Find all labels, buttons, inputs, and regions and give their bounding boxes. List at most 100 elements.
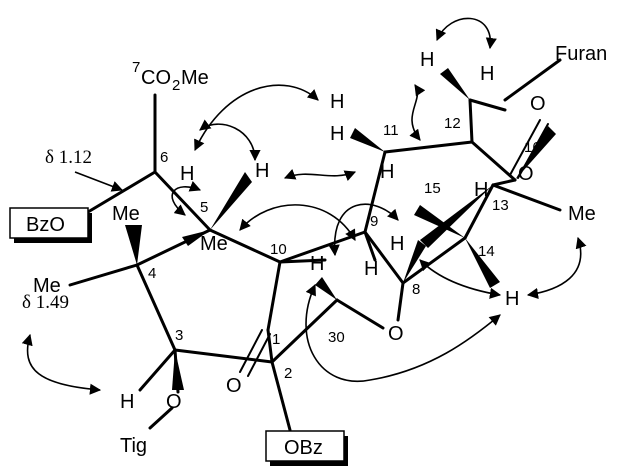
bond-c10-c5 bbox=[208, 228, 282, 264]
bond-c12-c16 bbox=[470, 140, 517, 182]
arrow-noe-h6-h11 bbox=[194, 84, 319, 152]
me-c4-label: Me bbox=[33, 275, 61, 297]
noe-arrows bbox=[21, 17, 587, 395]
wedge-c8-h bbox=[403, 240, 426, 283]
co2me-tail: Me bbox=[181, 67, 209, 89]
me-c10-label: Me bbox=[200, 233, 228, 255]
wedge-bonds bbox=[125, 68, 556, 390]
arrow-noe-me-h10 bbox=[171, 181, 202, 216]
atom-number-8: 8 bbox=[412, 281, 420, 298]
bond-c12-h bbox=[468, 98, 507, 112]
bzo-label: BzO bbox=[26, 214, 65, 236]
wedge-c30-h bbox=[315, 277, 337, 300]
wedge-c16-ring bbox=[515, 126, 556, 180]
bond-c4-c3 bbox=[135, 263, 177, 352]
h-c11-top-label: H bbox=[330, 91, 344, 113]
h-c14-label: H bbox=[505, 288, 519, 310]
bond-c2-obz bbox=[270, 360, 292, 432]
atom-number-13: 13 bbox=[492, 197, 509, 214]
bond-c16-o-a bbox=[509, 119, 541, 176]
arrow-noe-me4-h3 bbox=[21, 333, 102, 395]
wedge-c5-me bbox=[182, 230, 210, 246]
obz-label: OBz bbox=[284, 437, 323, 459]
atom-number-16: 16 bbox=[524, 139, 541, 156]
atom-number-6: 6 bbox=[160, 149, 168, 166]
atom-numbers: 1 2 3 4 5 6 8 9 10 11 12 13 14 15 16 30 bbox=[148, 115, 541, 382]
bond-c14-c13 bbox=[463, 183, 495, 240]
atom-number-11: 11 bbox=[383, 122, 399, 139]
atom-number-14: 14 bbox=[478, 243, 495, 260]
wedge-c4-me bbox=[125, 225, 142, 265]
arrow-noe-shift112 bbox=[74, 171, 124, 192]
atom-number-12: 12 bbox=[444, 115, 461, 132]
arrow-noe-h5-h11 bbox=[283, 169, 357, 181]
bond-ketone-b bbox=[247, 333, 271, 377]
h-c10-label: H bbox=[310, 253, 324, 275]
o-ketone-label: O bbox=[226, 375, 242, 397]
atom-number-1: 1 bbox=[272, 331, 280, 348]
bzo-box: BzO bbox=[9, 207, 92, 243]
atom-labels: Furan 7 CO 2 Me δ 1.12 δ 1.49 Me Me Me M… bbox=[22, 43, 607, 457]
wedge-c13-h bbox=[420, 185, 493, 248]
furan-label: Furan bbox=[555, 43, 607, 65]
arrow-noe-h9-h15 bbox=[328, 203, 399, 257]
o-c3-label: O bbox=[166, 391, 182, 413]
o-c16-bottom-label: O bbox=[518, 163, 534, 185]
h-c17-label: H bbox=[420, 49, 434, 71]
h-c11-bottom-label: H bbox=[330, 123, 344, 145]
bond-c12-c17 bbox=[468, 98, 474, 144]
atom-number-9: 9 bbox=[370, 213, 378, 230]
bond-c30-o bbox=[335, 298, 385, 330]
tig-label: Tig bbox=[120, 435, 147, 457]
co2me-subscript: 2 bbox=[172, 77, 180, 94]
o-c8-label: O bbox=[388, 323, 404, 345]
arrow-noe-h30-h14 bbox=[305, 283, 501, 383]
co2me-main: CO bbox=[141, 67, 171, 89]
me-c5-label: Me bbox=[112, 203, 140, 225]
atom-number-10: 10 bbox=[270, 241, 287, 258]
arrow-noe-h12-h17 bbox=[409, 84, 426, 141]
wedge-c3-o bbox=[172, 350, 184, 390]
bond-c13-me bbox=[491, 183, 562, 212]
wedge-c11-h bbox=[350, 128, 385, 152]
arrow-noe-me-h9 bbox=[239, 204, 356, 241]
bond-c4-me-left bbox=[68, 263, 139, 287]
h-furan-label: H bbox=[480, 63, 494, 85]
arrow-noe-h14-me13 bbox=[526, 236, 587, 299]
co2me-superscript: 7 bbox=[132, 59, 140, 76]
h-c8-label: H bbox=[364, 258, 378, 280]
h-c6-label: H bbox=[180, 163, 194, 185]
obz-box: OBz bbox=[265, 430, 348, 466]
h-c13-label: H bbox=[474, 179, 488, 201]
atom-number-15: 15 bbox=[424, 180, 441, 197]
bond-c11-c12 bbox=[383, 140, 474, 154]
bond-c13-c16 bbox=[491, 178, 517, 187]
bond-c3-h bbox=[138, 348, 177, 392]
h-c3-label: H bbox=[120, 391, 134, 413]
bond-furan bbox=[503, 58, 562, 102]
bond-c1-c10 bbox=[266, 260, 282, 332]
h-c5-label: H bbox=[255, 160, 269, 182]
bond-c6-bzo bbox=[86, 170, 157, 214]
wedge-c15-h bbox=[414, 205, 465, 238]
wedge-c5-h bbox=[210, 172, 252, 230]
wedge-c17-h bbox=[440, 68, 470, 100]
shift-149: δ 1.49 bbox=[22, 292, 69, 313]
o-c16-top-label: O bbox=[530, 93, 546, 115]
atom-number-30: 30 bbox=[328, 329, 345, 346]
h-c15-label: H bbox=[390, 233, 404, 255]
atom-number-2: 2 bbox=[284, 365, 292, 382]
arrow-noe-h14-h8 bbox=[419, 259, 502, 299]
arrow-noe-h17-furanh bbox=[435, 17, 497, 50]
bond-ketone-a bbox=[239, 329, 263, 373]
atom-number-3: 3 bbox=[175, 327, 183, 344]
arrow-noe-h6-h-c5 bbox=[199, 119, 261, 162]
me-c13-label: Me bbox=[568, 203, 596, 225]
atom-number-4: 4 bbox=[148, 265, 156, 282]
bond-c10-h bbox=[278, 258, 327, 264]
h-c9-label: H bbox=[380, 161, 394, 183]
shift-112: δ 1.12 bbox=[45, 147, 92, 168]
bond-c8-o bbox=[396, 281, 405, 322]
atom-number-5: 5 bbox=[200, 199, 208, 216]
